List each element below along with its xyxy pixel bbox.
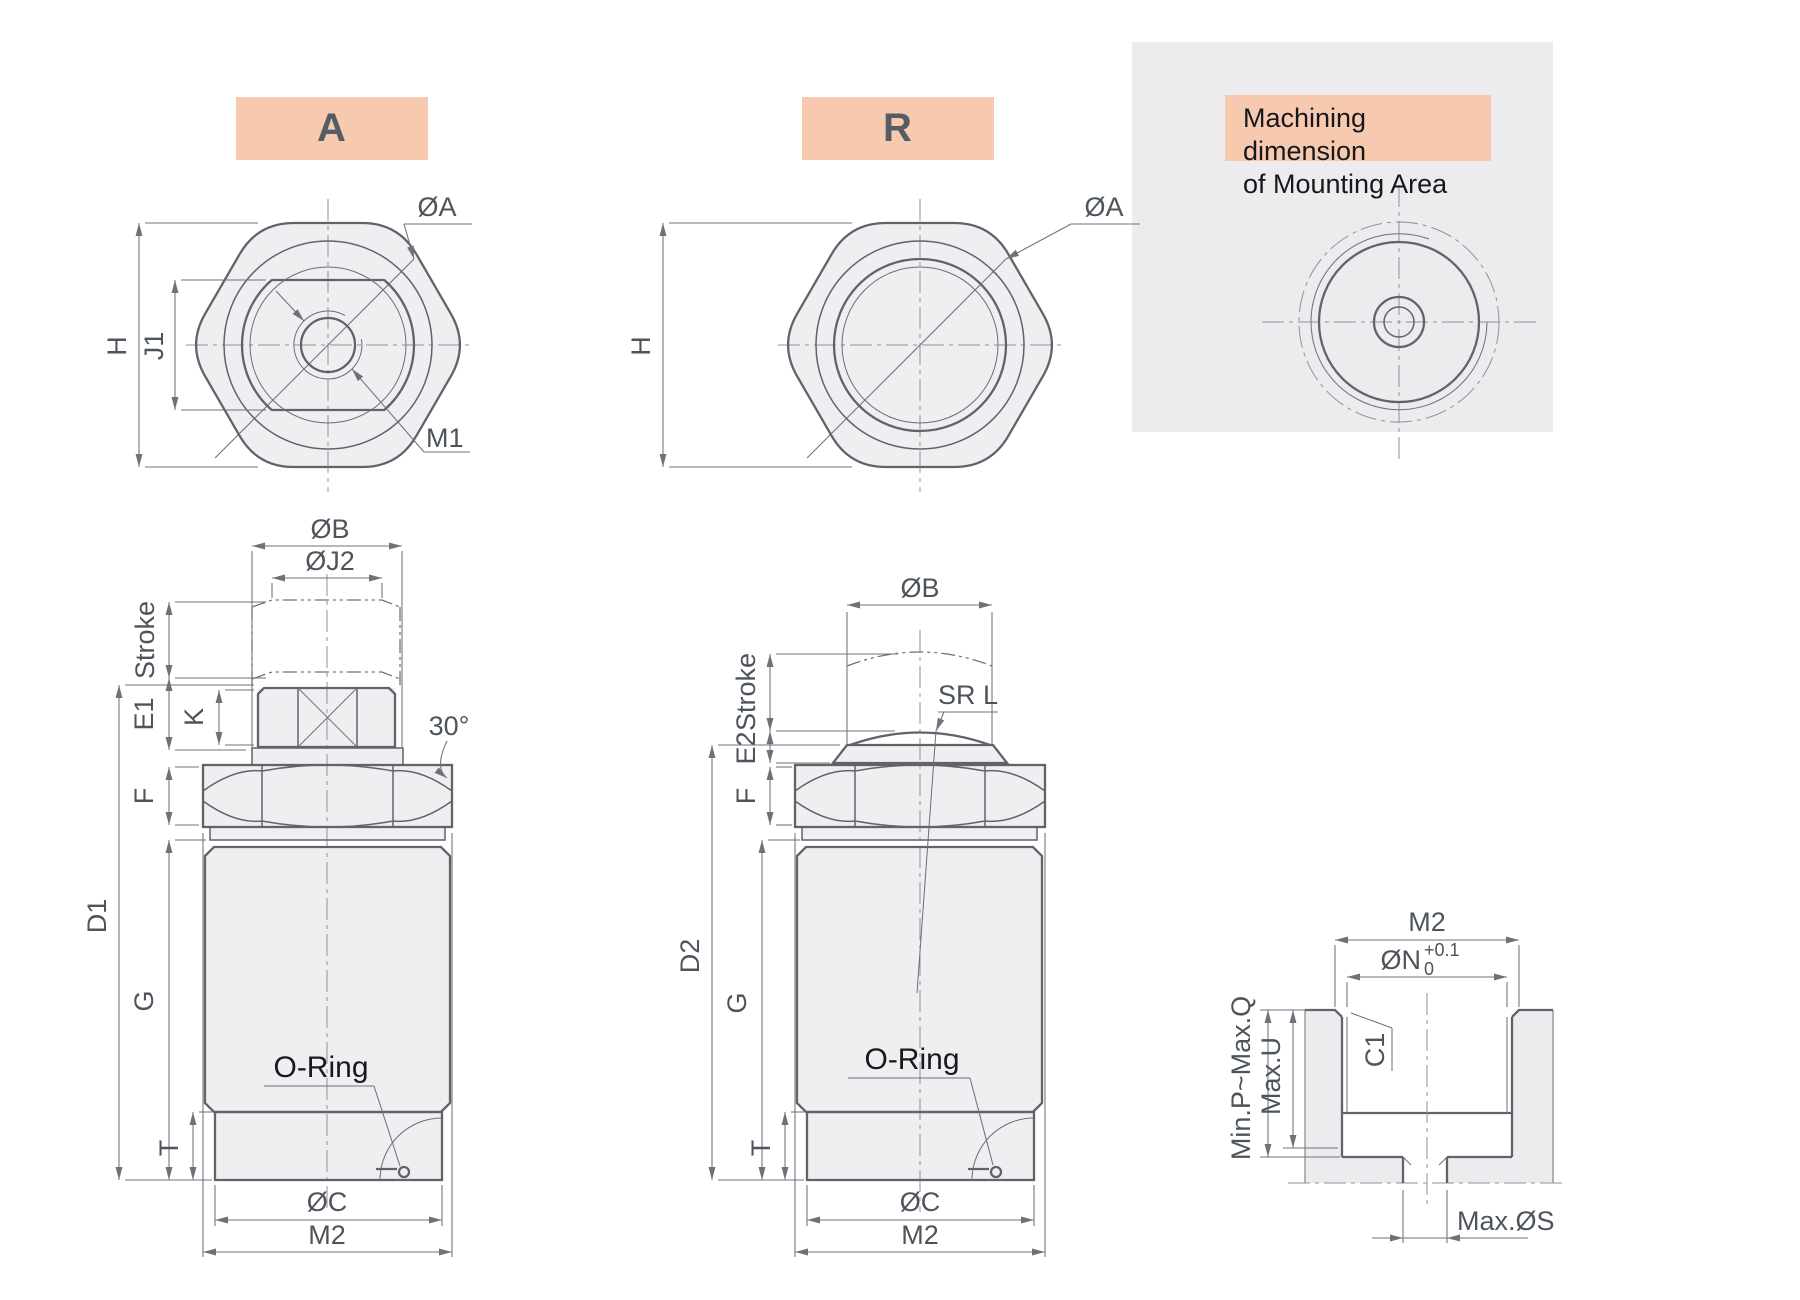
dim-d2-label: D2 [675,939,705,974]
dim-depth-range-label: Min.P~Max.Q [1226,996,1256,1160]
figure-a-side-view: ØB ØJ2 Stroke E1 K 30° [82,514,469,1257]
dim-j1-label: J1 [139,332,169,361]
dim-c1-label: C1 [1360,1033,1390,1068]
section-header-mounting: Machining dimension of Mounting Area [1225,95,1491,199]
dim-dia-j2-label: ØJ2 [305,546,355,576]
dim-stroke-label: Stroke [731,653,761,731]
dim-angle-label: 30° [429,711,470,741]
o-ring-label: O-Ring [864,1043,959,1076]
dim-h-label: H [626,336,656,356]
dim-f-label: F [731,788,761,805]
dim-dia-a-label: ØA [417,192,456,222]
dim-dia-b-label: ØB [900,573,939,603]
mounting-title-line1: Machining dimension [1243,103,1367,166]
figure-a-top-view: H J1 ØA M1 [102,192,472,492]
section-header-r: R [802,97,994,160]
dim-max-dia-s-label: Max.ØS [1457,1206,1555,1236]
section-header-mounting-lines: Machining dimension of Mounting Area [1243,102,1491,201]
dim-e2-label: E2 [731,731,761,764]
dim-m2-label: M2 [1408,907,1446,937]
dim-m2-label: M2 [901,1220,939,1250]
mounting-top-view [1262,185,1537,462]
dim-m2-label: M2 [308,1220,346,1250]
section-header-a-label: A [317,106,347,150]
dim-h-label: H [102,336,132,356]
dim-dia-c-label: ØC [307,1187,348,1217]
dim-dia-n-tol-lower: 0 [1424,959,1434,979]
section-header-a: A [236,97,428,160]
dim-m1-label: M1 [426,423,464,453]
section-header-r-label: R [883,106,913,150]
dim-g-label: G [129,990,159,1011]
dim-dia-n-label: ØN [1381,945,1422,975]
mounting-section-view: M2 ØN +0.1 0 C1 Min.P~Max.Q Max.U [1226,907,1567,1243]
dim-t-label: T [746,1140,776,1157]
dim-k-label: K [179,708,209,726]
dim-dia-c-label: ØC [900,1187,941,1217]
mounting-title-line2: of Mounting Area [1243,169,1448,199]
dim-dia-b-label: ØB [310,514,349,544]
figure-r-side-view: ØB SR L Stroke E2 F D2 [675,573,1047,1257]
dim-sr-l-label: SR L [938,680,998,710]
figure-r-top-view: H ØA [626,192,1140,492]
dim-stroke-label: Stroke [130,601,160,679]
dim-dia-n-tol-upper: +0.1 [1424,940,1460,960]
dim-t-label: T [154,1140,184,1157]
dim-dia-a-label: ØA [1084,192,1123,222]
dim-g-label: G [722,992,752,1013]
dim-f-label: F [129,788,159,805]
dim-d1-label: D1 [82,899,112,934]
o-ring-label: O-Ring [273,1051,368,1084]
dim-e1-label: E1 [129,697,159,730]
dim-max-u-label: Max.U [1256,1037,1286,1115]
